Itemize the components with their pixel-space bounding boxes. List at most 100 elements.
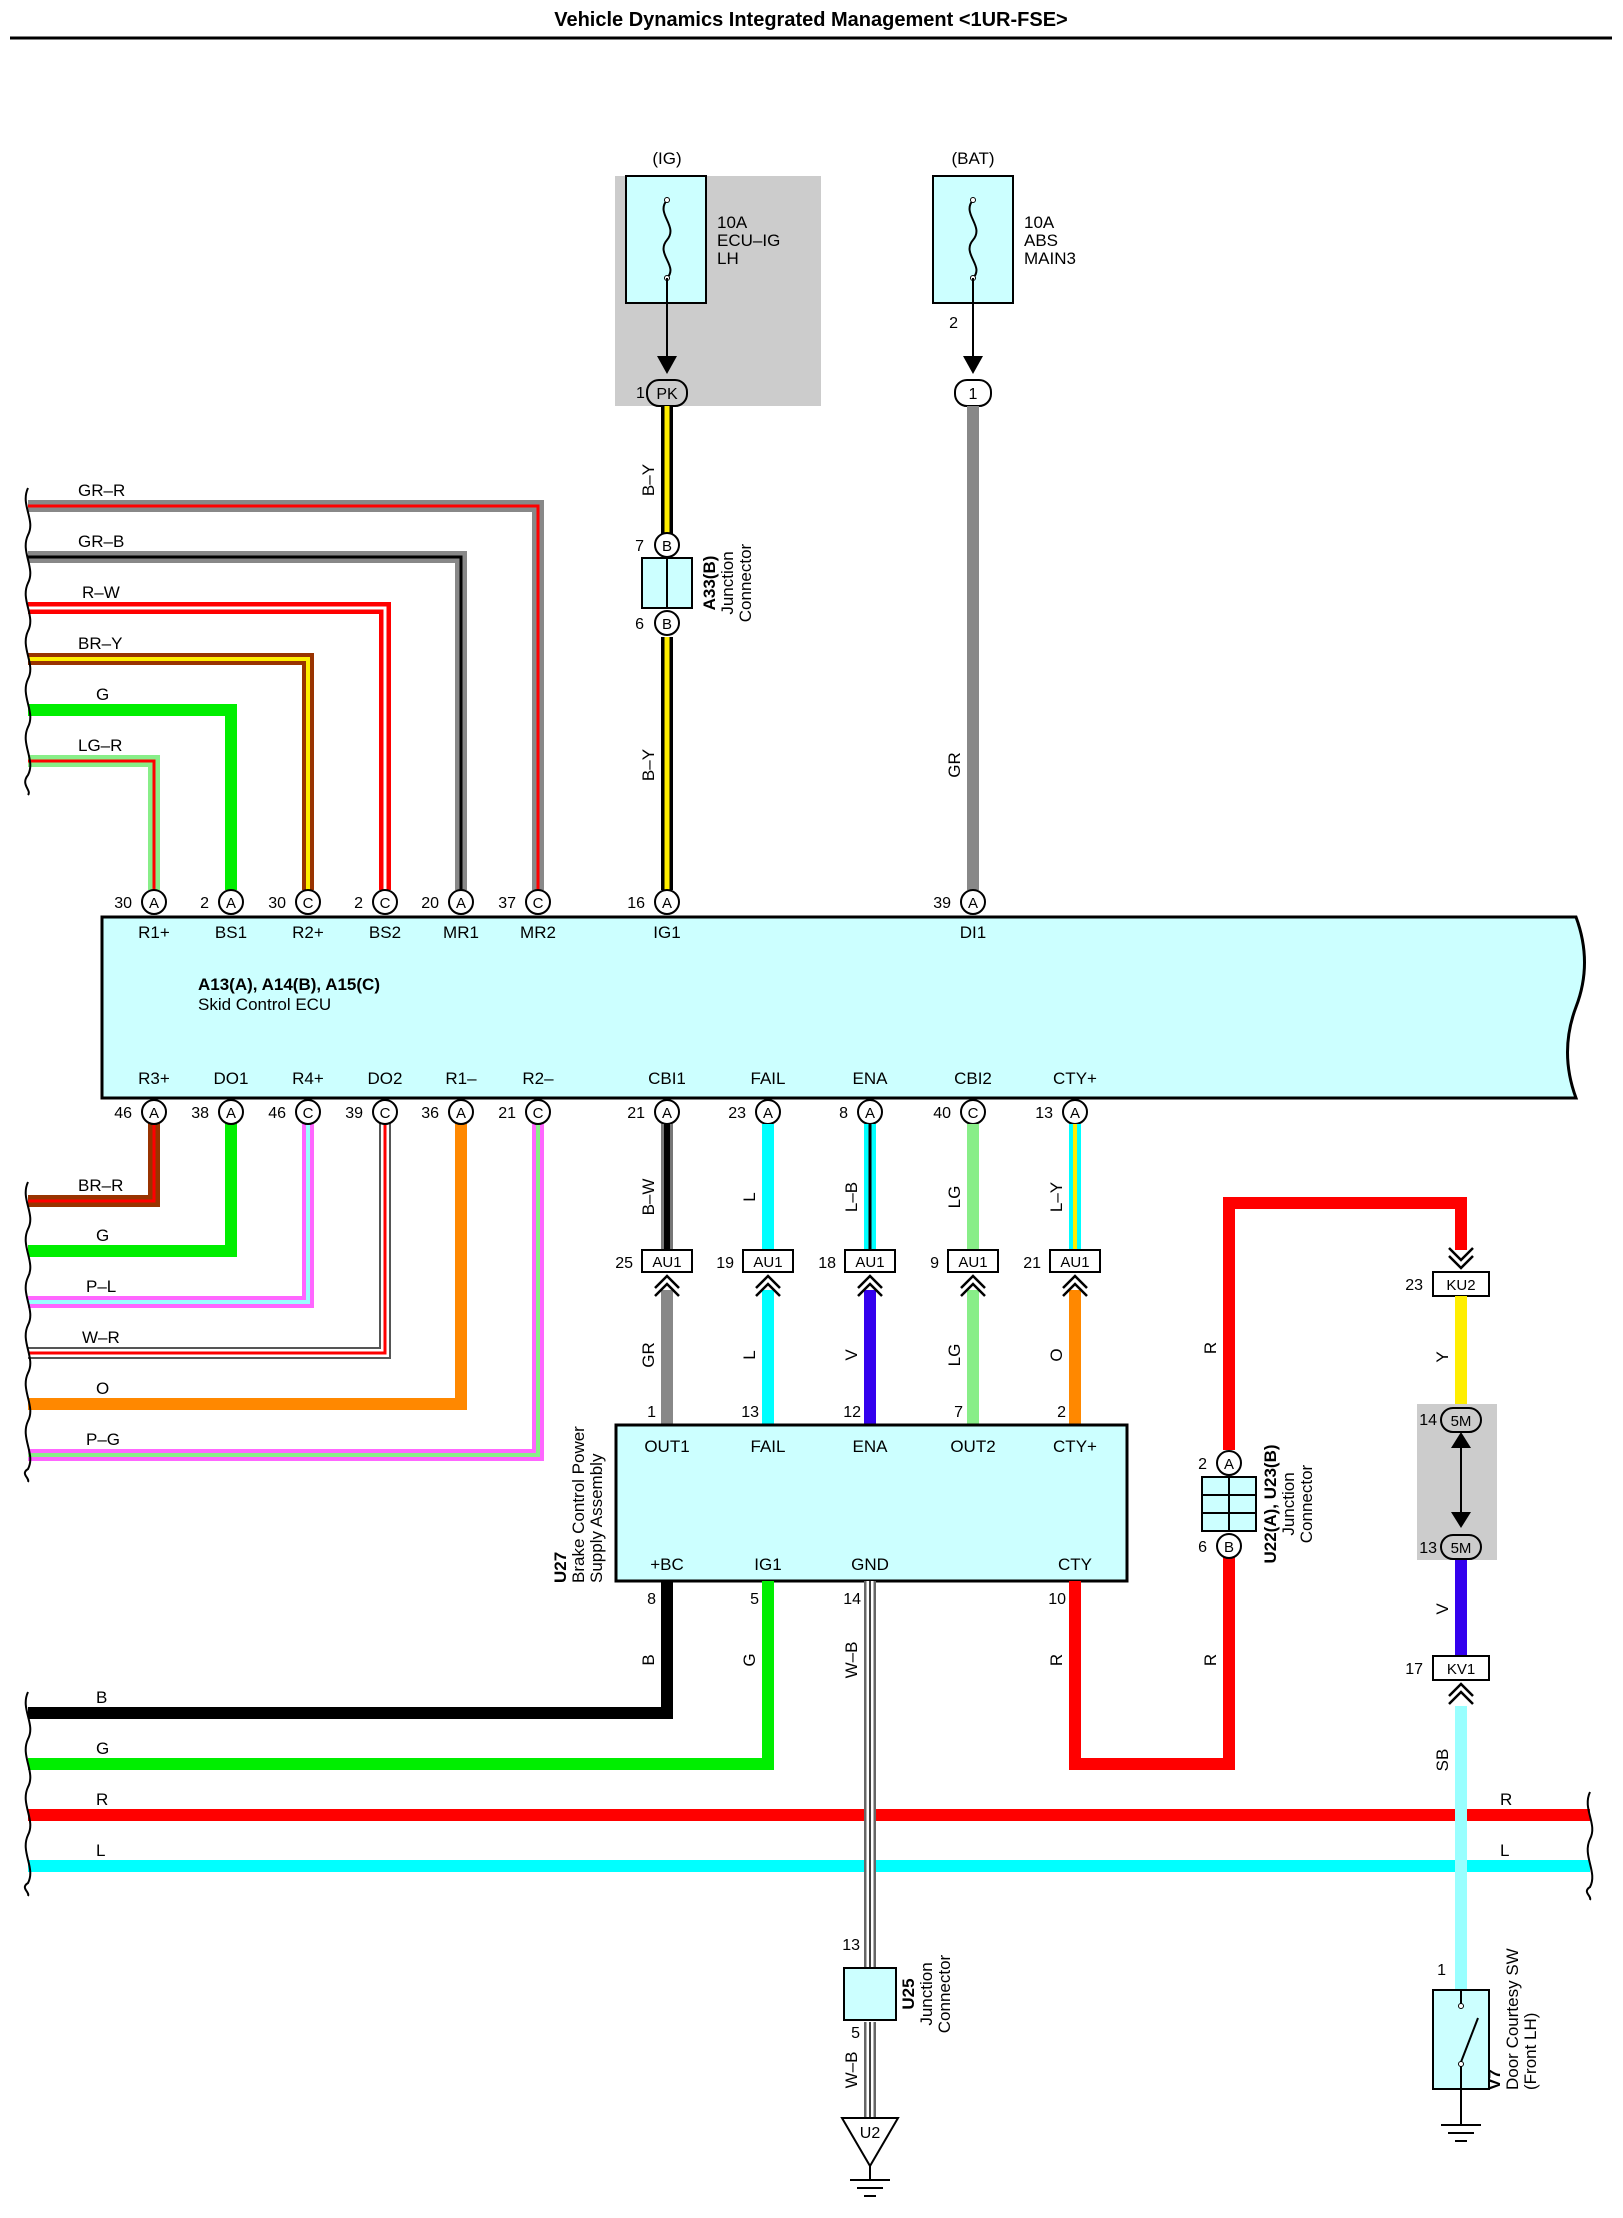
left-wire-gr-r-label: GR–R <box>78 481 125 500</box>
ground-u2-triangle <box>840 2117 900 2168</box>
u27-pin-fail-name: FAIL <box>751 1437 786 1456</box>
left-wire-br-r-label: BR–R <box>78 1176 123 1195</box>
sheet-break-top-icon <box>24 487 32 796</box>
u27-pin-gnd-name: GND <box>851 1555 889 1574</box>
au1-upper-label-1: B–W <box>639 1179 658 1216</box>
ku2-connector-label: KU2 <box>1446 1277 1475 1294</box>
u27-pin-out2-name: OUT2 <box>950 1437 995 1456</box>
wire-cty-label: R <box>1047 1654 1066 1666</box>
fuse-bat-connector-label: 1 <box>969 386 978 403</box>
v7-pin: 1 <box>1437 1962 1446 1979</box>
svg-text:A: A <box>149 1105 159 1122</box>
svg-text:CTY+: CTY+ <box>1053 1069 1097 1088</box>
ecu-top-pin-di1: 39 A DI1 <box>933 889 986 942</box>
svg-text:30: 30 <box>114 895 132 912</box>
u22-pin-top: 2 <box>1198 1456 1207 1473</box>
au1-connector-4: 9 AU1 <box>930 1249 999 1273</box>
svg-text:13: 13 <box>1035 1105 1053 1122</box>
u27-pin-out1-num: 1 <box>647 1404 656 1421</box>
u25-name-2: Connector <box>935 1954 954 2033</box>
kv1-pin: 17 <box>1405 1661 1423 1678</box>
right-power-r-label: R <box>1500 1790 1512 1809</box>
svg-text:C: C <box>303 1105 314 1122</box>
u27-pin-out2-num: 7 <box>954 1404 963 1421</box>
u27-pin-ena-num: 12 <box>843 1404 861 1421</box>
kv1-connector-label: KV1 <box>1447 1661 1475 1678</box>
svg-text:R2–: R2– <box>522 1069 554 1088</box>
fuse-bat-arrow <box>963 356 983 374</box>
v7-switch-blade-icon <box>1460 2017 1479 2063</box>
left-power-g-label: G <box>96 1739 109 1758</box>
ecu-bottom-pin-r3-plus: R3+ 46 A <box>114 1069 170 1125</box>
fivem-pin-bottom: 13 <box>1419 1540 1437 1557</box>
fuse-bat-pin: 2 <box>949 315 958 332</box>
a33-conn-bottom-label: B <box>662 616 672 633</box>
left-wires-top <box>28 500 544 890</box>
sheet-break-right-icon <box>1585 1791 1594 1901</box>
ecu-bottom-pin-cbi1: CBI1 21 A <box>627 1069 686 1125</box>
fivem-arrow-down-icon <box>1451 1512 1471 1528</box>
wire-u25-label: W–B <box>842 2052 861 2089</box>
u27-pin-ena-name: ENA <box>853 1437 889 1456</box>
svg-text:46: 46 <box>268 1105 286 1122</box>
wire-bc-label: B <box>639 1654 658 1665</box>
svg-text:R2+: R2+ <box>292 923 324 942</box>
au1-lower-label-1: GR <box>639 1342 658 1368</box>
u27-box <box>614 1423 1129 1583</box>
left-wire-br-y-label: BR–Y <box>78 634 122 653</box>
u25-code: U25 <box>899 1978 918 2009</box>
svg-text:R1–: R1– <box>445 1069 477 1088</box>
kv1-connector <box>1432 1655 1490 1681</box>
u27-pin-fail-num: 13 <box>741 1404 759 1421</box>
au1-upper-label-4: LG <box>945 1186 964 1209</box>
a33-name-1: Junction <box>718 551 737 614</box>
left-wire-p-l-label: P–L <box>86 1277 116 1296</box>
fivem-connector-top-label: 5M <box>1451 1413 1472 1430</box>
wire-di1-label: GR <box>945 752 964 778</box>
a33-pin-bottom: 6 <box>635 616 644 633</box>
svg-text:DO1: DO1 <box>214 1069 249 1088</box>
svg-text:A: A <box>865 1105 875 1122</box>
svg-text:AU1: AU1 <box>855 1254 884 1271</box>
left-power-l-label: L <box>96 1841 105 1860</box>
fuse-bat-name-2: MAIN3 <box>1024 249 1076 268</box>
svg-text:BS2: BS2 <box>369 923 401 942</box>
sheet-break-bottom-icon <box>23 1181 32 1483</box>
wire-y-label: Y <box>1433 1351 1452 1362</box>
au1-lower-label-4: LG <box>945 1344 964 1367</box>
u27-pin-cty-name: CTY <box>1058 1555 1092 1574</box>
svg-text:A: A <box>456 895 466 912</box>
a33-pin-top: 7 <box>635 538 644 555</box>
u25-pin-top: 13 <box>842 1937 860 1954</box>
ecu-name: Skid Control ECU <box>198 995 331 1014</box>
a33-conn-top-label: B <box>662 538 672 555</box>
u27-pin-bc-num: 8 <box>647 1591 656 1608</box>
svg-text:23: 23 <box>728 1105 746 1122</box>
svg-text:R1+: R1+ <box>138 923 170 942</box>
svg-text:A: A <box>226 1105 236 1122</box>
svg-text:A: A <box>226 895 236 912</box>
svg-text:A: A <box>763 1105 773 1122</box>
svg-text:A: A <box>662 1105 672 1122</box>
u25-junction-box <box>843 1967 897 2021</box>
svg-text:A: A <box>662 895 672 912</box>
left-wire-gr-b-label: GR–B <box>78 532 124 551</box>
wire-v-label: V <box>1433 1603 1452 1615</box>
svg-text:R3+: R3+ <box>138 1069 170 1088</box>
wire-sb-label: SB <box>1433 1749 1452 1772</box>
u22-name-1: Junction <box>1279 1472 1298 1535</box>
u22-conn-bottom-label: B <box>1224 1539 1234 1556</box>
svg-text:39: 39 <box>933 895 951 912</box>
u27-code: U27 <box>551 1552 570 1583</box>
svg-text:AU1: AU1 <box>958 1254 987 1271</box>
u22-conn-top-label: A <box>1224 1456 1234 1473</box>
au1-connector-1: 25 AU1 <box>615 1249 693 1273</box>
svg-text:AU1: AU1 <box>652 1254 681 1271</box>
left-wires-bottom <box>28 1112 544 1461</box>
fuse-ig-contact-top <box>664 197 670 203</box>
page-title: Vehicle Dynamics Integrated Management <… <box>554 9 1068 31</box>
left-wire-g2-label: G <box>96 1226 109 1245</box>
u22-wire-lower-label: R <box>1201 1654 1220 1666</box>
ground-u2-icon <box>850 2166 890 2197</box>
